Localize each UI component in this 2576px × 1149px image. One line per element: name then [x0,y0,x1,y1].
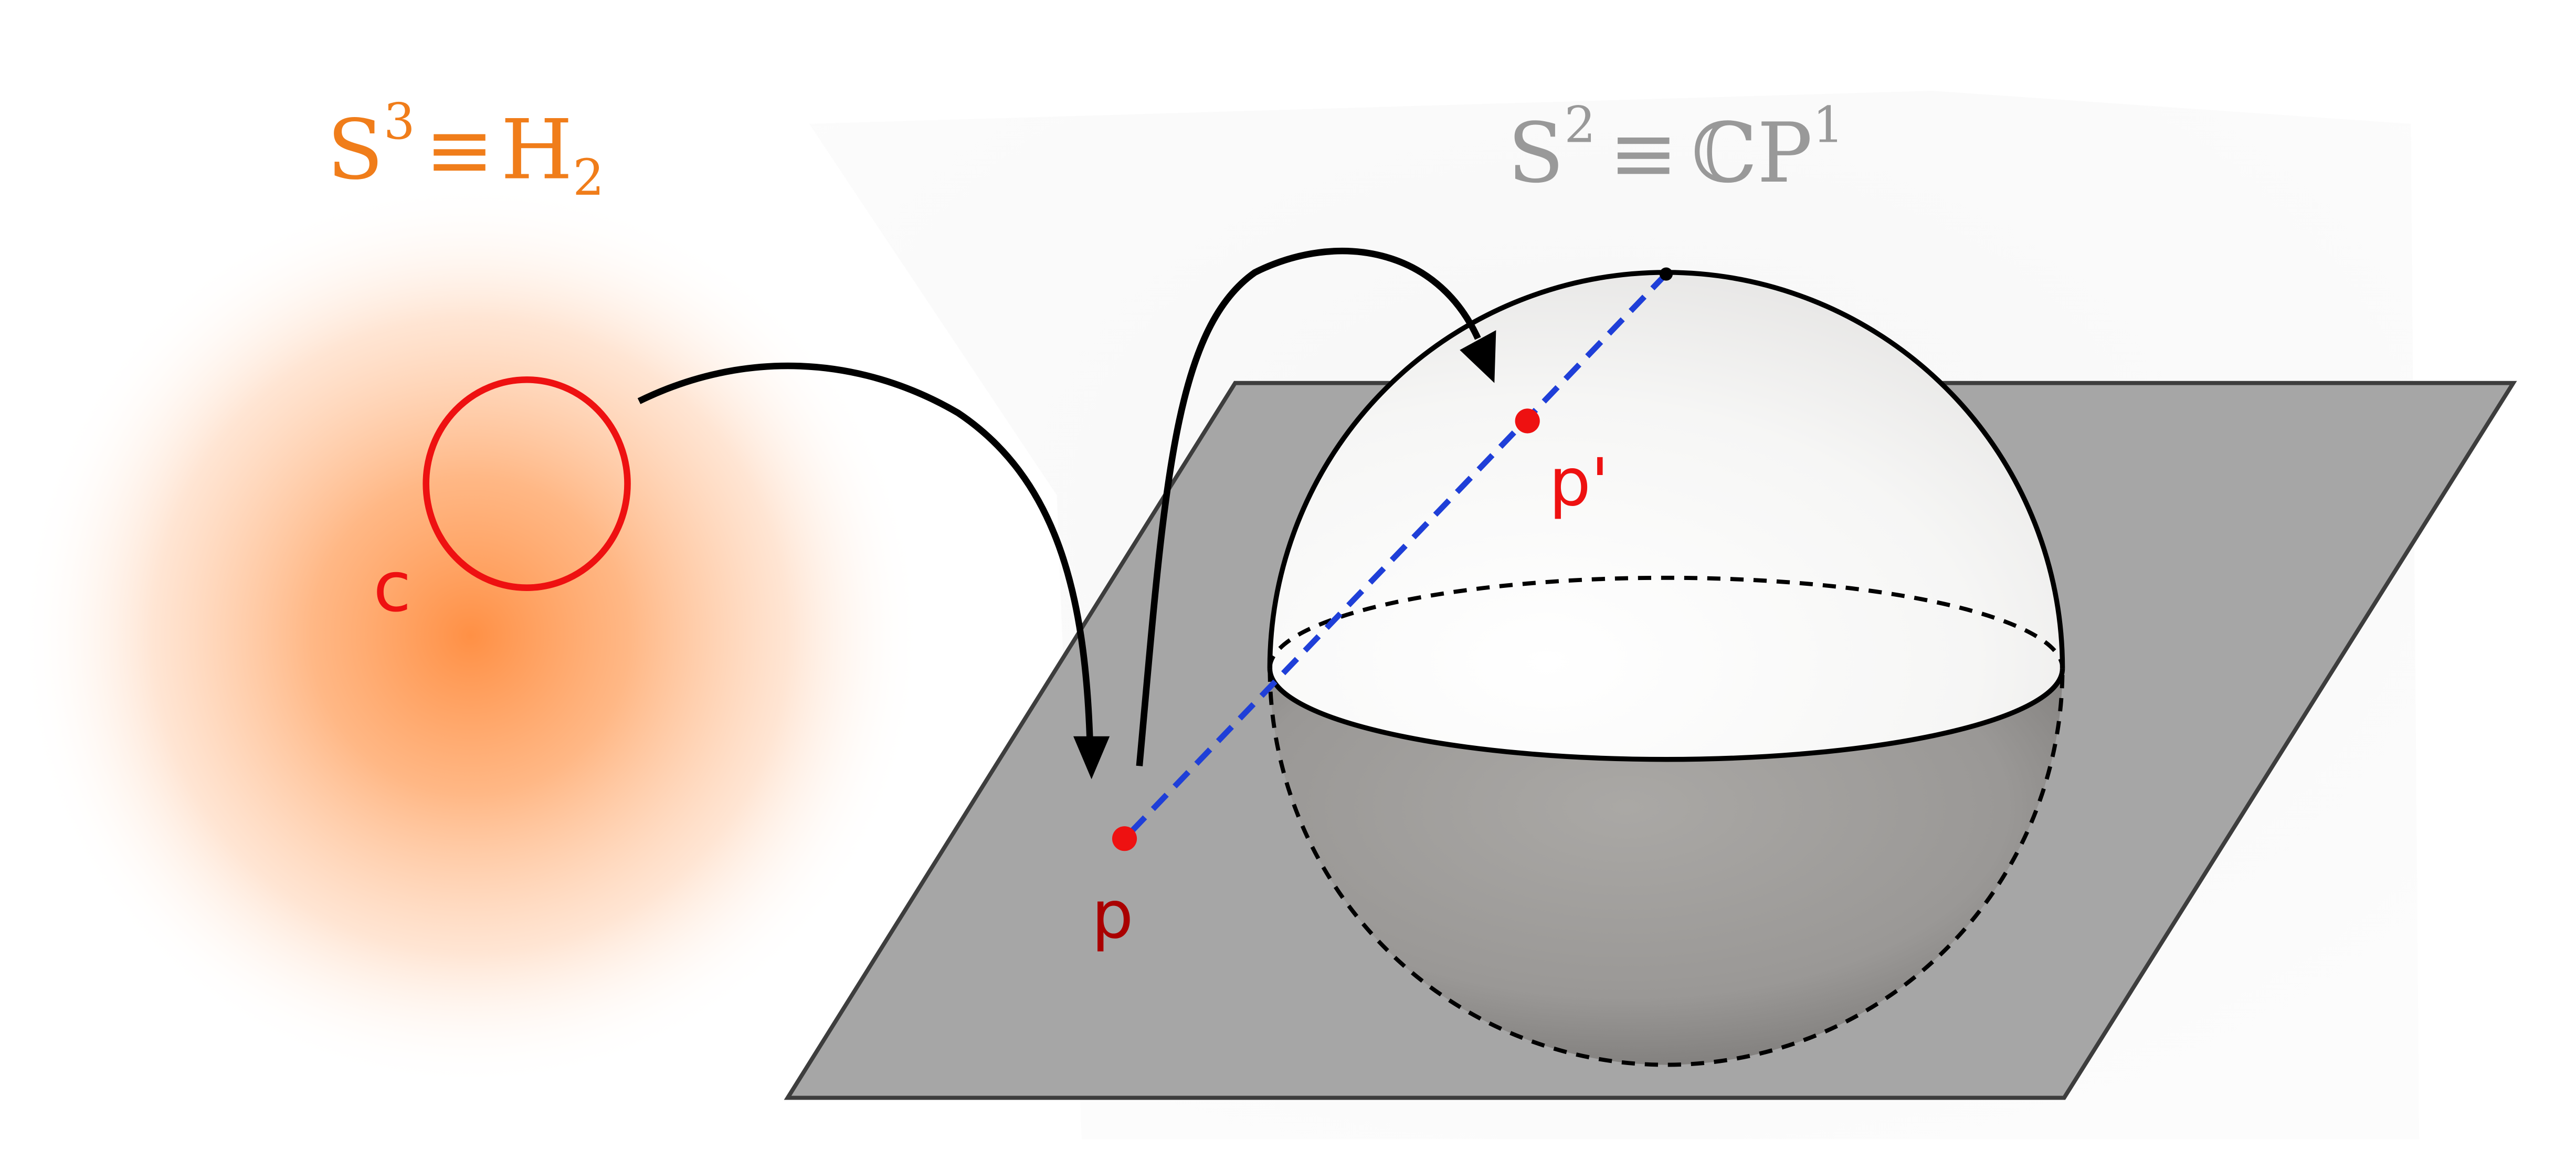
equator-back-dashed [1268,575,2065,669]
sphere-upper-hemisphere [1270,272,2063,760]
title-s2-cp1: S2≡ℂP1 [1507,96,1844,201]
point-p [1112,826,1137,851]
label-p-prime: p' [1549,444,1609,521]
loop-c [423,376,631,591]
s3-glow [16,181,925,1090]
north-pole-point [1659,267,1673,281]
label-c: c [373,547,411,628]
label-p: p [1092,876,1134,953]
sphere-lower-hemisphere [1270,668,2063,1065]
arrowhead-to-p [1073,736,1110,779]
sphere-lower-outline-dashed [1268,668,2065,1067]
arrowhead-to-p-prime [1460,330,1496,383]
point-p-prime [1515,408,1540,434]
arrow-c-to-p [637,362,1093,740]
title-s3-h2: S3≡H2 [327,93,604,207]
arrow-p-to-p-prime [1136,247,1481,766]
projection-line [1122,272,1669,841]
equator-front [1267,668,2065,762]
